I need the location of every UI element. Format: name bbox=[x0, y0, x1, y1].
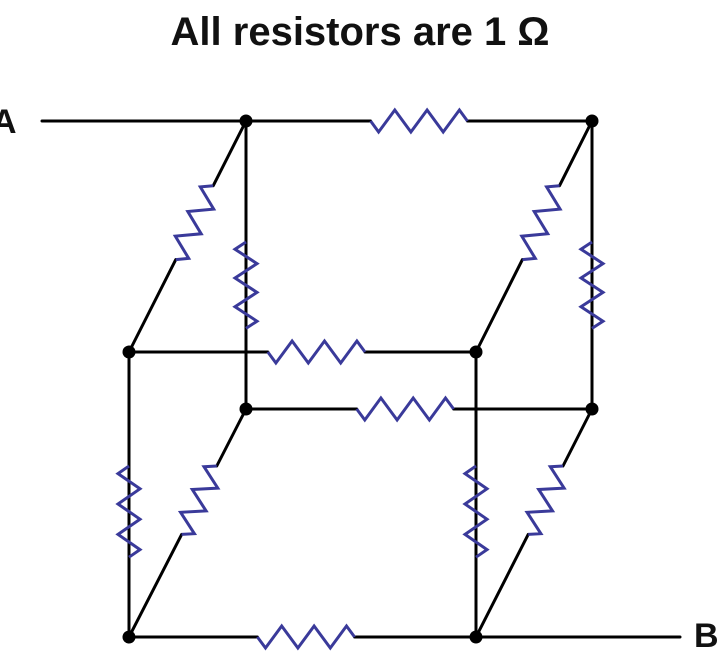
resistor-right-bottom-diagonal-zigzag bbox=[524, 464, 567, 536]
resistor-front-left-vertical-zigzag bbox=[115, 464, 143, 559]
resistor-front-bottom-zigzag bbox=[256, 623, 356, 651]
resistor-front-top-zigzag bbox=[266, 338, 367, 366]
resistor-left-top-diagonal-lead-1 bbox=[211, 119, 248, 188]
resistor-back-right-vertical-zigzag bbox=[578, 240, 606, 330]
junction-node bbox=[239, 402, 253, 416]
resistor-left-top-diagonal bbox=[127, 119, 248, 354]
resistor-left-bottom-diagonal-lead-1 bbox=[215, 407, 248, 468]
resistor-left-bottom-diagonal-zigzag bbox=[177, 464, 221, 536]
junction-node bbox=[469, 345, 483, 359]
resistor-front-top bbox=[127, 338, 478, 366]
junction-node bbox=[585, 402, 599, 416]
resistor-back-top-zigzag bbox=[369, 107, 469, 135]
nodes bbox=[122, 114, 599, 644]
wires bbox=[40, 119, 682, 639]
resistor-right-top-diagonal-lead-1 bbox=[558, 119, 594, 188]
resistor-right-top-diagonal-lead-2 bbox=[474, 258, 524, 354]
resistor-left-top-diagonal-zigzag bbox=[172, 184, 217, 262]
resistor-right-bottom-diagonal-lead-2 bbox=[474, 532, 530, 639]
resistor-left-bottom-diagonal-lead-2 bbox=[127, 532, 184, 639]
resistor-back-right-vertical bbox=[578, 119, 606, 411]
resistor-left-top-diagonal-lead-2 bbox=[127, 258, 178, 354]
resistor-front-bottom bbox=[127, 623, 478, 651]
terminal-a-label: A bbox=[0, 103, 17, 141]
resistor-front-right-vertical-zigzag bbox=[462, 464, 490, 559]
resistor-right-bottom-diagonal bbox=[474, 407, 594, 639]
resistor-right-bottom-diagonal-lead-1 bbox=[561, 407, 594, 468]
resistor-back-top bbox=[244, 107, 594, 135]
resistor-back-left-vertical-zigzag bbox=[232, 240, 260, 330]
resistor-back-bottom-zigzag bbox=[355, 395, 455, 423]
junction-node bbox=[585, 114, 599, 128]
resistor-front-left-vertical bbox=[115, 350, 143, 639]
resistor-back-left-vertical bbox=[232, 119, 260, 411]
terminal-b-label: B bbox=[694, 617, 719, 655]
junction-node bbox=[469, 630, 483, 644]
resistors bbox=[115, 107, 606, 651]
resistor-right-top-diagonal bbox=[474, 119, 594, 354]
junction-node bbox=[239, 114, 253, 128]
resistor-left-bottom-diagonal bbox=[127, 407, 248, 639]
resistor-front-right-vertical bbox=[462, 350, 490, 639]
diagram-title: All resistors are 1 Ω bbox=[170, 10, 550, 54]
junction-node bbox=[122, 630, 136, 644]
resistor-back-bottom bbox=[244, 395, 594, 423]
resistor-right-top-diagonal-zigzag bbox=[519, 184, 563, 262]
junction-node bbox=[122, 345, 136, 359]
